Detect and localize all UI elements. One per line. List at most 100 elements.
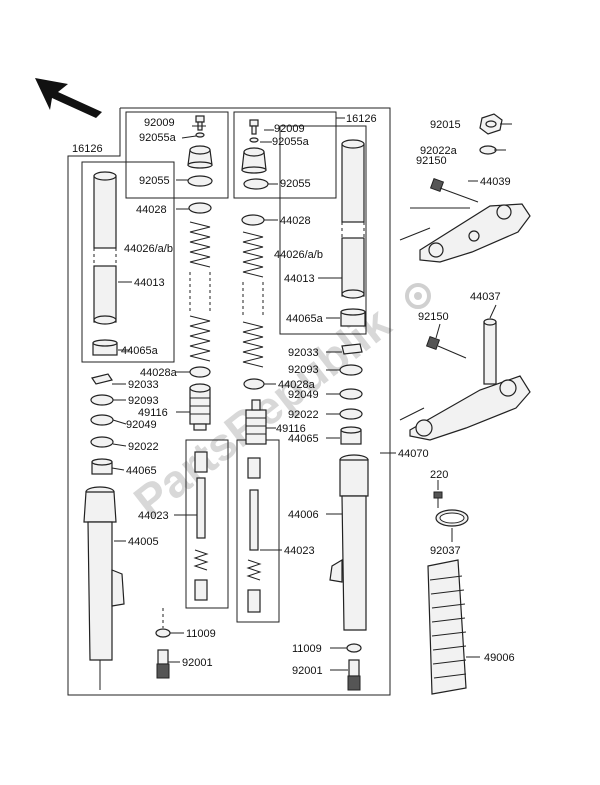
label-92150-mid: 92150 bbox=[418, 311, 449, 323]
boot-49006 bbox=[427, 559, 467, 695]
label-44013-right: 44013 bbox=[284, 273, 315, 285]
label-92022a: 92022a bbox=[420, 145, 458, 157]
right-spring-seat-44028 bbox=[241, 214, 265, 226]
label-92049-left: 92049 bbox=[126, 419, 157, 431]
right-tube-box bbox=[279, 125, 367, 335]
label-44037: 44037 bbox=[470, 291, 501, 303]
label-92009-right: 92009 bbox=[274, 123, 305, 135]
label-92055-left: 92055 bbox=[139, 175, 170, 187]
label-92055-right: 92055 bbox=[280, 178, 311, 190]
label-92055a-left: 92055a bbox=[139, 132, 177, 144]
right-damper-49116 bbox=[245, 399, 267, 445]
left-seat-44028a bbox=[189, 366, 211, 378]
right-seal-92049 bbox=[339, 388, 363, 400]
watermark-gear-icon bbox=[405, 283, 431, 309]
right-clip-92033 bbox=[341, 343, 363, 355]
left-washer-11009 bbox=[155, 628, 171, 638]
left-oring-92055 bbox=[187, 175, 213, 187]
label-92093-right: 92093 bbox=[288, 364, 319, 376]
label-92001-right: 92001 bbox=[292, 665, 323, 677]
left-bushing-44065 bbox=[91, 458, 113, 475]
left-bolt-92001 bbox=[156, 649, 170, 679]
right-washer-11009 bbox=[346, 643, 362, 653]
label-44023-left: 44023 bbox=[138, 510, 169, 522]
left-damper-box bbox=[185, 439, 229, 609]
label-44028a-right: 44028a bbox=[278, 379, 316, 391]
left-damper-rod-44023 bbox=[193, 451, 209, 601]
label-92033-left: 92033 bbox=[128, 379, 159, 391]
label-16126-right: 16126 bbox=[346, 113, 377, 125]
label-44039: 44039 bbox=[480, 176, 511, 188]
label-44028-right: 44028 bbox=[280, 215, 311, 227]
left-clip-92033 bbox=[91, 373, 113, 385]
left-tube-box bbox=[81, 161, 175, 363]
label-49116-right: 49116 bbox=[276, 423, 306, 435]
right-cap-box bbox=[233, 111, 337, 199]
label-92033-right: 92033 bbox=[288, 347, 319, 359]
washer-92022a bbox=[479, 145, 497, 155]
left-spring-44026 bbox=[189, 221, 211, 362]
clamp-92037 bbox=[435, 509, 469, 527]
label-92001-left: 92001 bbox=[182, 657, 213, 669]
label-92055a-right: 92055a bbox=[272, 136, 310, 148]
right-bolt-92001 bbox=[347, 659, 361, 691]
label-92037: 92037 bbox=[430, 545, 461, 557]
part-labels: 16126 16126 92009 92055a 92055 92009 920… bbox=[72, 113, 515, 677]
label-44005: 44005 bbox=[128, 536, 159, 548]
leader-lines bbox=[111, 123, 512, 671]
lower-bracket bbox=[409, 375, 531, 441]
label-92022-left: 92022 bbox=[128, 441, 159, 453]
left-washer-92022 bbox=[90, 436, 114, 448]
label-92015: 92015 bbox=[430, 119, 461, 131]
right-bushing-44065a bbox=[340, 308, 366, 327]
left-spring-seat-44028 bbox=[188, 202, 212, 214]
right-seat-44028a bbox=[243, 378, 265, 390]
label-11009-left: 11009 bbox=[186, 628, 216, 640]
left-seal-92049 bbox=[90, 414, 114, 426]
right-bushing-44065 bbox=[340, 426, 362, 445]
label-44065a-left: 44065a bbox=[121, 345, 159, 357]
right-oring-92055 bbox=[243, 178, 269, 190]
left-fork-cap bbox=[187, 145, 213, 169]
bolt-92150-mid bbox=[425, 335, 467, 359]
right-fork-cap bbox=[241, 147, 267, 174]
label-92093-left: 92093 bbox=[128, 395, 159, 407]
left-bushing-44065a bbox=[92, 339, 118, 356]
right-inner-tube-44013 bbox=[341, 139, 365, 299]
left-bolt-92009 bbox=[195, 115, 205, 131]
left-seal-92093 bbox=[90, 394, 114, 406]
label-11009-right: 11009 bbox=[292, 643, 322, 655]
label-44026-left: 44026/a/b bbox=[124, 243, 173, 255]
nut-92015 bbox=[479, 113, 503, 135]
right-damper-rod-44023 bbox=[246, 457, 262, 613]
left-outer-tube-44005 bbox=[83, 486, 125, 690]
front-direction-arrow-icon bbox=[35, 78, 102, 118]
screw-220 bbox=[433, 491, 443, 508]
bolt-92150-top bbox=[429, 177, 479, 203]
label-44065-left: 44065 bbox=[126, 465, 157, 477]
label-49006: 49006 bbox=[484, 652, 515, 664]
left-inner-tube-44013 bbox=[93, 171, 117, 325]
left-cap-box bbox=[125, 111, 229, 199]
label-44065a-right: 44065a bbox=[286, 313, 324, 325]
left-oring-92055a bbox=[195, 132, 205, 138]
label-92009-left: 92009 bbox=[144, 117, 175, 129]
right-outer-tube-44006 bbox=[329, 454, 369, 631]
upper-bracket-44039 bbox=[419, 203, 531, 263]
right-spring-44026 bbox=[242, 231, 264, 368]
label-44026-right: 44026/a/b bbox=[274, 249, 323, 261]
label-49116-left: 49116 bbox=[138, 407, 168, 419]
right-oring-92055a bbox=[249, 137, 259, 143]
label-44013-left: 44013 bbox=[134, 277, 165, 289]
label-44023-right: 44023 bbox=[284, 545, 315, 557]
label-92150-top: 92150 bbox=[416, 155, 447, 167]
right-washer-92022 bbox=[339, 408, 363, 420]
label-16126-left: 16126 bbox=[72, 143, 103, 155]
label-44065-right: 44065 bbox=[288, 433, 319, 445]
right-bolt-92009 bbox=[249, 119, 259, 135]
right-seal-92093 bbox=[339, 364, 363, 376]
label-44070: 44070 bbox=[398, 448, 429, 460]
label-44028a-left: 44028a bbox=[140, 367, 178, 379]
